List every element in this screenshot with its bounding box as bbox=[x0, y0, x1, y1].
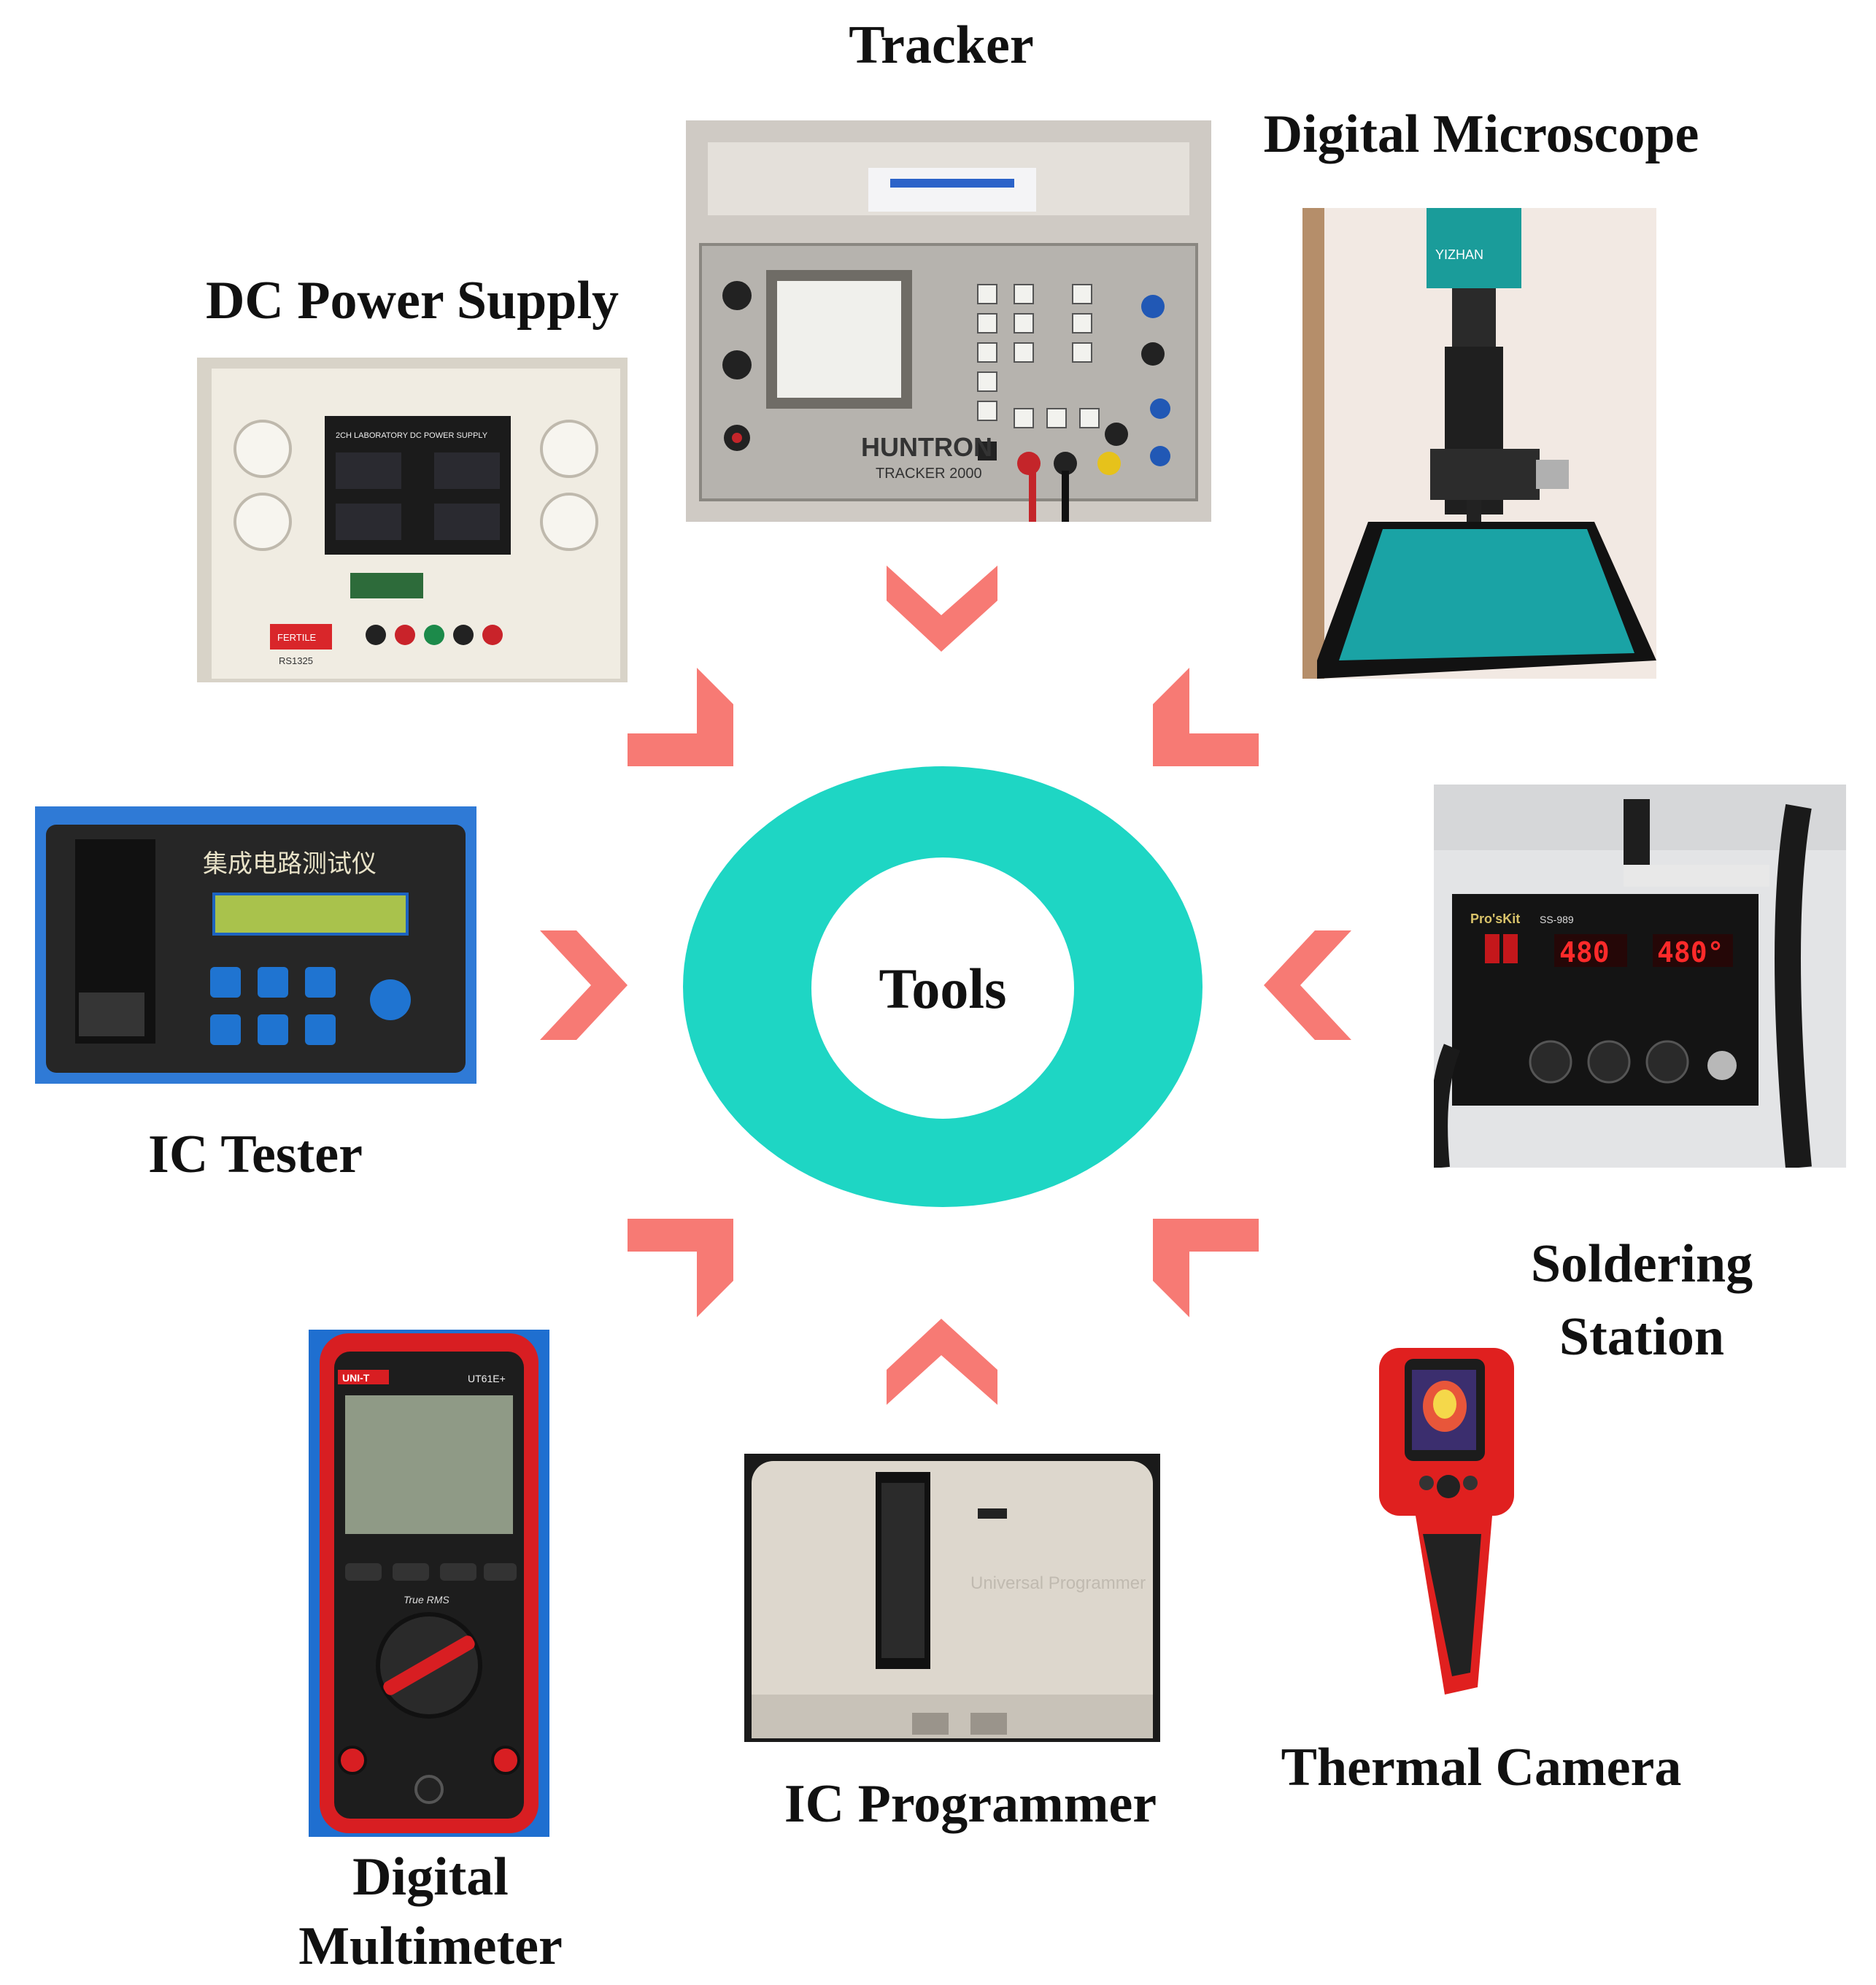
microscope-brand: YIZHAN bbox=[1435, 247, 1483, 262]
arrows-group bbox=[540, 566, 1351, 1405]
soldering-station-label-2: Station bbox=[1559, 1307, 1725, 1367]
psu-brand: FERTILE bbox=[277, 632, 317, 643]
multimeter-mode: True RMS bbox=[404, 1594, 449, 1606]
programmer-caption: Universal Programmer bbox=[970, 1573, 1146, 1593]
multimeter-model: UT61E+ bbox=[468, 1373, 506, 1384]
soldering-station-label-1: Soldering bbox=[1530, 1234, 1753, 1294]
soldering-model: SS-989 bbox=[1540, 914, 1574, 925]
dc-power-supply-photo: 2CH LABORATORY DC POWER SUPPLY FERTILE R… bbox=[197, 358, 628, 682]
ic-programmer-photo: Universal Programmer bbox=[744, 1454, 1160, 1742]
tracker-photo: HUNTRON TRACKER 2000 bbox=[686, 120, 1211, 522]
tracker-label: Tracker bbox=[849, 15, 1034, 75]
dc-power-supply-label: DC Power Supply bbox=[205, 271, 619, 331]
psu-model: RS1325 bbox=[279, 655, 313, 666]
arrow-top-right bbox=[1153, 668, 1259, 766]
soldering-display-right: 480° bbox=[1657, 936, 1724, 968]
ic-programmer-label: IC Programmer bbox=[784, 1774, 1157, 1834]
arrow-left bbox=[540, 930, 628, 1040]
tools-ring bbox=[683, 766, 1203, 1207]
digital-multimeter-photo: UNI-T UT61E+ True RMS bbox=[309, 1330, 549, 1837]
arrow-bottom bbox=[887, 1319, 997, 1405]
arrow-top-left bbox=[628, 668, 733, 766]
ic-tester-label: IC Tester bbox=[148, 1125, 363, 1184]
arrow-right bbox=[1264, 930, 1351, 1040]
ic-tester-title: 集成电路测试仪 bbox=[203, 849, 377, 879]
tracker-model: TRACKER 2000 bbox=[876, 466, 982, 482]
center-label: Tools bbox=[879, 957, 1007, 1020]
soldering-station-photo: Pro'sKit SS-989 480 480° bbox=[1434, 785, 1846, 1168]
psu-panel-label: 2CH LABORATORY DC POWER SUPPLY bbox=[336, 431, 488, 440]
thermal-camera-photo bbox=[1372, 1344, 1518, 1705]
digital-microscope-label: Digital Microscope bbox=[1263, 104, 1699, 164]
arrow-bottom-left bbox=[628, 1219, 733, 1317]
soldering-display-left: 480 bbox=[1559, 936, 1610, 968]
thermal-camera-label: Thermal Camera bbox=[1281, 1738, 1682, 1797]
multimeter-brand: UNI-T bbox=[342, 1372, 370, 1384]
arrow-top bbox=[887, 566, 997, 652]
digital-multimeter-label-1: Digital bbox=[352, 1847, 509, 1907]
digital-microscope-photo: YIZHAN bbox=[1302, 208, 1656, 679]
ic-tester-photo: 集成电路测试仪 bbox=[35, 806, 476, 1084]
digital-multimeter-label-2: Multimeter bbox=[298, 1916, 563, 1976]
soldering-brand: Pro'sKit bbox=[1470, 911, 1520, 926]
tracker-brand: HUNTRON bbox=[861, 432, 992, 462]
arrow-bottom-right bbox=[1153, 1219, 1259, 1317]
